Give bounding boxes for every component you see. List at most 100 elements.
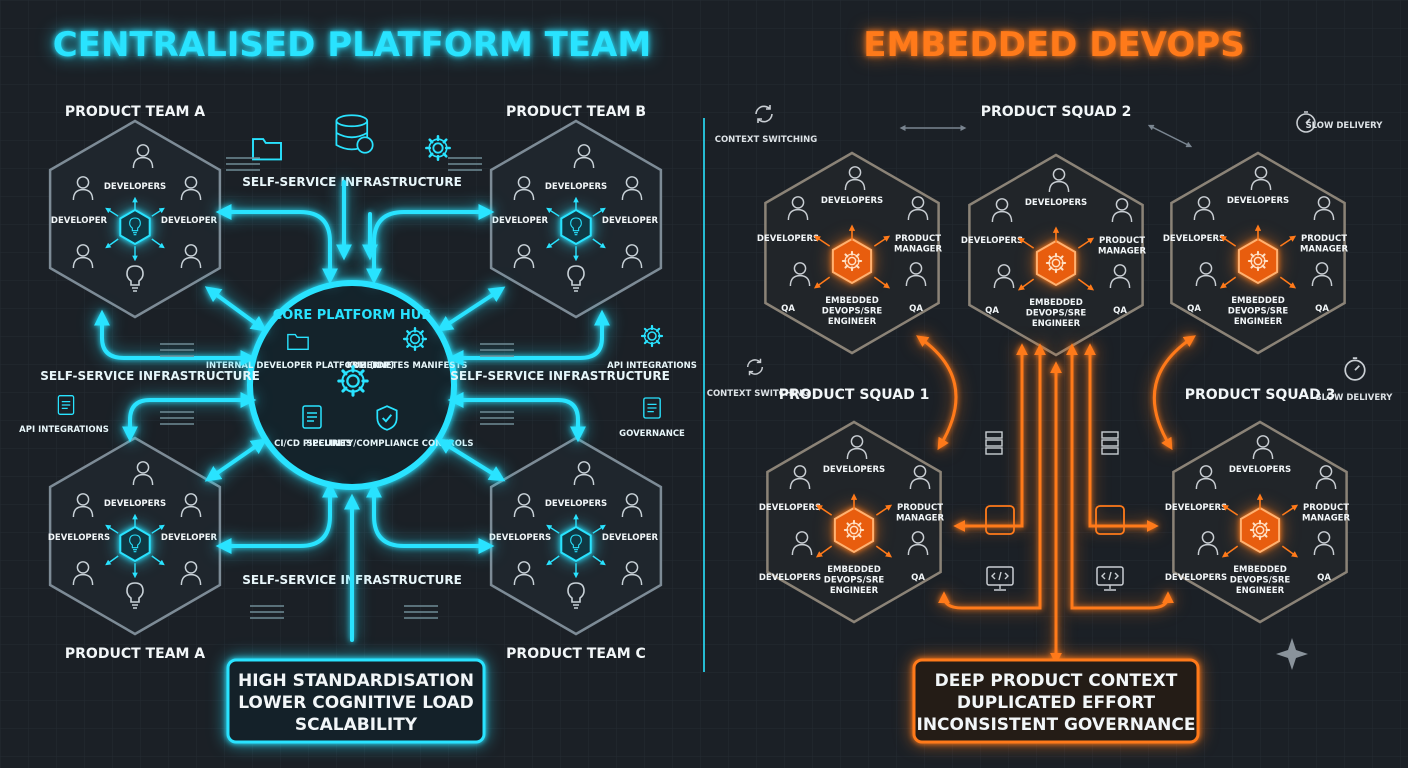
hub-ring: [247, 280, 457, 490]
squad-name: PRODUCT SQUAD 2: [981, 104, 1132, 120]
team-core-node: [119, 208, 151, 246]
squad-label: QA: [911, 573, 925, 583]
team-label: DEVELOPER: [602, 533, 659, 543]
squad-label: DEVELOPERS: [1025, 198, 1087, 208]
squad-label: QA: [1317, 573, 1331, 583]
squad-link: [875, 504, 893, 516]
squad-label: QA: [985, 306, 999, 316]
squad-link: [1077, 237, 1095, 249]
squad-core-node: [831, 237, 873, 285]
squad-label: PRODUCT: [1099, 236, 1145, 246]
platform-arrow: [204, 286, 268, 332]
squad-core-node: [1239, 506, 1281, 554]
squad-label: DEVOPS/SRE: [1228, 307, 1289, 317]
platform-arrow: [366, 204, 495, 285]
context-switching-label-bottom: CONTEXT SWITCHING: [707, 389, 810, 399]
squad-label: QA: [909, 304, 923, 314]
api-integrations-label-right: API INTEGRATIONS: [607, 361, 697, 371]
hub-component-idp: INTERNAL DEVELOPER PLATFORM (IDP): [206, 361, 394, 371]
squad-link: [1219, 276, 1237, 289]
right-summary-line-2: DUPLICATED EFFORT: [957, 693, 1156, 713]
team-core-node: [560, 208, 592, 246]
squad-label: DEVELOPERS: [823, 465, 885, 475]
squad-arrow: [1066, 343, 1174, 610]
team-link: [592, 238, 606, 249]
team-name: PRODUCT TEAM A: [65, 646, 205, 662]
team-core-node: [560, 525, 592, 563]
squad-link: [813, 235, 831, 247]
squad-link: [815, 545, 833, 558]
team-link: [151, 555, 165, 566]
squad-link: [1281, 545, 1299, 558]
squad-label: MANAGER: [1302, 514, 1351, 524]
squad-label: EMBEDDED: [1029, 298, 1083, 308]
team-label: DEVELOPERS: [545, 499, 607, 509]
team-name: PRODUCT TEAM A: [65, 104, 205, 120]
team-label: DEVELOPERS: [48, 533, 110, 543]
squad-link: [1017, 278, 1035, 291]
team-label: DEVELOPER: [602, 216, 659, 226]
team-label: DEVELOPER: [161, 533, 218, 543]
squad-label: PRODUCT: [895, 234, 941, 244]
squad-link: [1017, 237, 1035, 249]
squad-link: [1279, 276, 1297, 289]
hub-component-security: SECURITY/COMPLIANCE CONTROLS: [307, 439, 474, 449]
squad-label: DEVELOPERS: [1165, 503, 1227, 513]
team-link: [151, 524, 165, 534]
self-service-label-right: SELF-SERVICE INFRASTRUCTURE: [450, 369, 670, 383]
squad-label: MANAGER: [894, 245, 943, 255]
team-link: [592, 524, 606, 534]
team-label: DEVELOPERS: [104, 182, 166, 192]
team-name: PRODUCT TEAM C: [506, 646, 646, 662]
squad-label: ENGINEER: [1032, 319, 1081, 329]
team-link: [105, 238, 119, 249]
right-summary-line-1: DEEP PRODUCT CONTEXT: [935, 671, 1178, 691]
squad-label: DEVELOPERS: [1229, 465, 1291, 475]
squad-name: PRODUCT SQUAD 3: [1185, 387, 1336, 403]
squad-core-node: [1035, 239, 1077, 287]
left-teams: PRODUCT TEAM A DEVELOPERS DEVELOPER DEVELOP…: [48, 104, 663, 662]
platform-arrow: [94, 309, 257, 366]
right-panel: EMBEDDED DEVOPS CONTEXT SWITCHING SLOW D…: [707, 25, 1394, 744]
squad-label: DEVELOPERS: [759, 503, 821, 513]
squad-label: DEVELOPERS: [1163, 234, 1225, 244]
context-switching-label-top: CONTEXT SWITCHING: [715, 135, 818, 145]
team-link: [151, 207, 165, 217]
left-summary-line-1: HIGH STANDARDISATION: [238, 671, 474, 691]
squad-label: QA: [1113, 306, 1127, 316]
slow-delivery-label-bottom: SLOW DELIVERY: [1316, 393, 1394, 403]
squad-link: [1281, 504, 1299, 516]
squad-label: DEVELOPERS: [759, 573, 821, 583]
squad-name: PRODUCT SQUAD 1: [779, 387, 930, 403]
squad-core-node: [1237, 237, 1279, 285]
platform-arrow: [447, 392, 586, 443]
core-platform-hub: CORE PLATFORM HUB INTERNAL DEVELOPER PLA…: [206, 280, 474, 490]
team-link: [592, 207, 606, 217]
platform-arrow: [447, 309, 610, 366]
platform-arrow: [204, 438, 268, 482]
self-service-label-top: SELF-SERVICE INFRASTRUCTURE: [242, 175, 462, 189]
squad-arrow: [938, 343, 1046, 610]
team-link: [105, 524, 119, 534]
squad-link: [1219, 235, 1237, 247]
squad-arrow: [1084, 343, 1159, 532]
left-arrows: [94, 157, 610, 642]
sparkle-icon: [1276, 638, 1308, 670]
squad-link: [1221, 504, 1239, 516]
squad-label: MANAGER: [1098, 247, 1147, 257]
platform-arrow: [366, 481, 495, 554]
team-link: [592, 555, 606, 566]
team-name: PRODUCT TEAM B: [506, 104, 646, 120]
squad-label: DEVOPS/SRE: [822, 307, 883, 317]
hub-component-kubernetes: KUBERNETES MANIFESTS: [347, 361, 468, 371]
slow-delivery-label-top: SLOW DELIVERY: [1306, 121, 1384, 131]
team-link: [546, 238, 560, 249]
right-summary-line-3: INCONSISTENT GOVERNANCE: [917, 715, 1196, 735]
